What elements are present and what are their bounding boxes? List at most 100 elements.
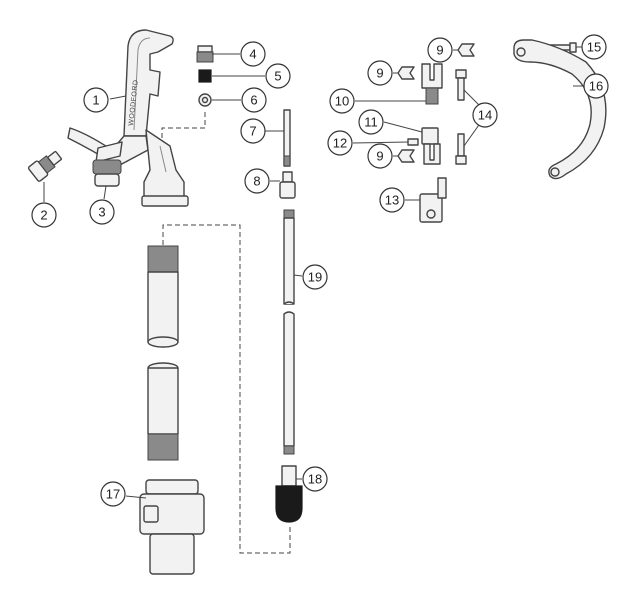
callout-10: 10 [329,88,355,114]
operating-rod-thread [283,155,291,167]
callout-19: 19 [302,264,328,290]
long-rod-bottom-thread [283,445,295,455]
callout-label: 6 [250,93,257,108]
bracket-hole [426,209,436,219]
callout-label: 3 [98,205,105,220]
body-base-flange [141,195,189,207]
bolt-lower-head [455,155,467,165]
adapter-thread [92,159,122,175]
leader-14b [463,121,482,147]
callout-14: 14 [472,102,498,128]
hose-connection [27,150,62,182]
valve-body-top [145,479,199,495]
callout-16: 16 [583,73,609,99]
leader-1 [109,95,127,100]
callout-6: 6 [241,87,267,113]
callout-label: 9 [376,149,383,164]
casing-pipe [147,245,179,461]
callout-label: 2 [40,208,47,223]
dash-pipe-to-plunger [162,224,291,554]
washer [198,93,212,107]
body-column [143,129,185,205]
callout-8: 8 [244,168,270,194]
callout-label: 13 [385,193,399,208]
pipe-lower-section [147,367,179,435]
callout-18: 18 [302,466,328,492]
nut-9a [457,43,475,57]
bolt-upper-head [455,69,467,79]
callout-label: 1 [92,93,99,108]
bracket-body [419,193,443,223]
bolt-lower [455,133,467,165]
callout-label: 12 [333,136,347,151]
brand-text: WOODFORD [128,79,140,126]
callout-5: 5 [265,63,291,89]
callout-2: 2 [31,202,57,228]
upper-clevis [421,63,443,105]
leader-17 [125,495,147,499]
long-rod-lower [283,311,295,447]
callout-1: 1 [83,87,109,113]
set-screw [407,138,419,146]
nut-9c [397,149,415,163]
upper-clevis-thread [425,87,439,105]
callout-label: 10 [335,94,349,109]
callout-label: 17 [106,487,120,502]
lever-shading [133,37,151,131]
callout-3: 3 [89,199,115,225]
link-arm-end-hole [550,167,560,177]
callout-12: 12 [327,130,353,156]
bolt-upper-shank [457,77,465,101]
long-rod [283,209,295,455]
valve-body [139,479,205,575]
callout-label: 4 [249,47,256,62]
packing-nut [196,45,214,63]
body-shading [159,145,167,173]
upper-clevis-fork [421,63,443,89]
callout-label: 14 [478,108,492,123]
leader-11 [383,121,423,133]
leader-19 [293,274,303,277]
hydrant-head-body: WOODFORD [67,29,189,207]
link-arm-body [513,39,607,180]
leader-14a [463,89,482,108]
bolt-lower-shank [457,133,465,157]
linkage-bracket [419,177,447,223]
plunger-stem [281,465,297,487]
callout-label: 8 [253,174,260,189]
callout-label: 9 [376,66,383,81]
adapter-base [94,173,120,187]
callout-9a: 9 [427,37,453,63]
dash-washer-to-body [161,112,206,138]
callout-label: 19 [308,270,322,285]
plunger [275,465,303,523]
adapter-top [95,141,123,163]
callout-label: 7 [249,124,256,139]
lower-clevis [421,127,441,165]
callout-9c: 9 [367,143,393,169]
packing-block [198,69,212,83]
long-bolt-head [569,42,577,53]
callout-label: 15 [587,40,601,55]
callout-11: 11 [358,109,384,135]
leader-12 [352,141,409,144]
callout-9b: 9 [367,60,393,86]
leader-lines [43,46,583,499]
nozzle-adapter [92,141,123,187]
packing-nut-top [197,45,213,53]
bolt-upper [455,69,467,101]
nut-9b [397,66,415,80]
callout-15: 15 [581,34,607,60]
coupling-top [282,171,293,183]
plunger-rubber [275,485,303,523]
long-rod-break-top [283,301,295,305]
hose-connection-nut [47,150,62,166]
packing-nut-thread [196,51,214,63]
link-arm-pivot-hole [516,47,526,57]
coupling-body [279,181,296,199]
operating-lever [123,29,174,137]
callout-label: 18 [308,472,322,487]
curved-link-arm [513,39,607,180]
callout-4: 4 [240,41,266,67]
